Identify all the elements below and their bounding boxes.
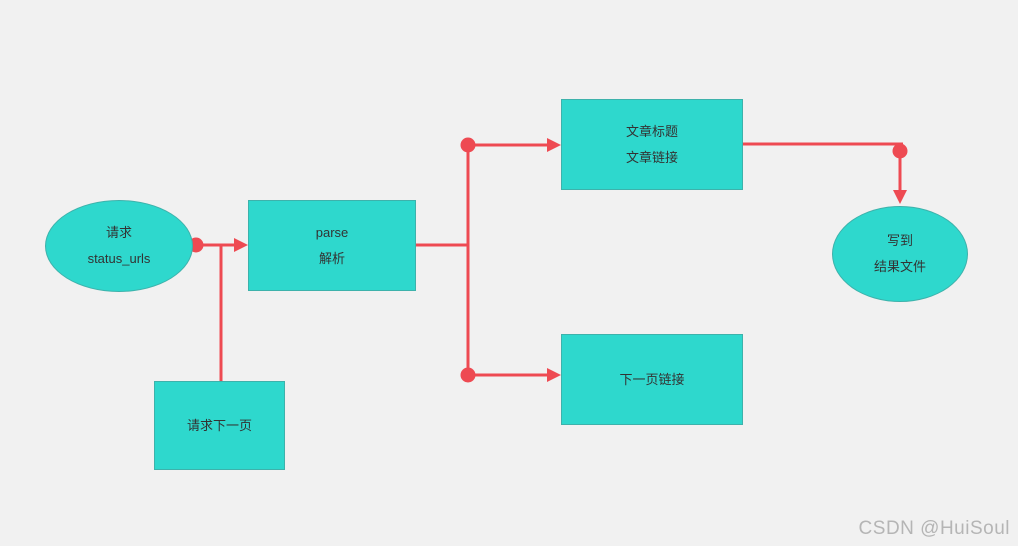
node-label-line: 请求下一页 [186, 417, 252, 433]
csdn-watermark: CSDN @HuiSoul [858, 518, 1010, 539]
flow-node-request-status-urls: 请求 status_urls [45, 200, 193, 292]
flow-node-parse: parse 解析 [248, 200, 416, 291]
node-label-line: 文章标题 [625, 123, 678, 139]
node-label-line: 写到 [886, 233, 913, 248]
arrowhead-branch-article-icon [547, 138, 561, 152]
arrowhead-request-parse-icon [234, 238, 248, 252]
node-label-line: 请求 [105, 225, 132, 240]
node-label-line: status_urls [87, 251, 151, 266]
node-label-line: 文章链接 [625, 149, 678, 165]
node-label-line: parse [315, 224, 349, 240]
flow-node-article-title-link: 文章标题 文章链接 [561, 99, 743, 190]
arrowhead-branch-nextlink-icon [547, 368, 561, 382]
flow-node-write-result-file: 写到 结果文件 [832, 206, 968, 302]
flow-node-next-page-link: 下一页链接 [561, 334, 743, 425]
node-label-line: 下一页链接 [619, 371, 685, 387]
arrowhead-corner-write-icon [893, 190, 907, 204]
flow-node-request-next-page: 请求下一页 [154, 381, 285, 470]
node-label-line: 解析 [318, 250, 345, 266]
node-label-line: 结果文件 [873, 259, 926, 274]
